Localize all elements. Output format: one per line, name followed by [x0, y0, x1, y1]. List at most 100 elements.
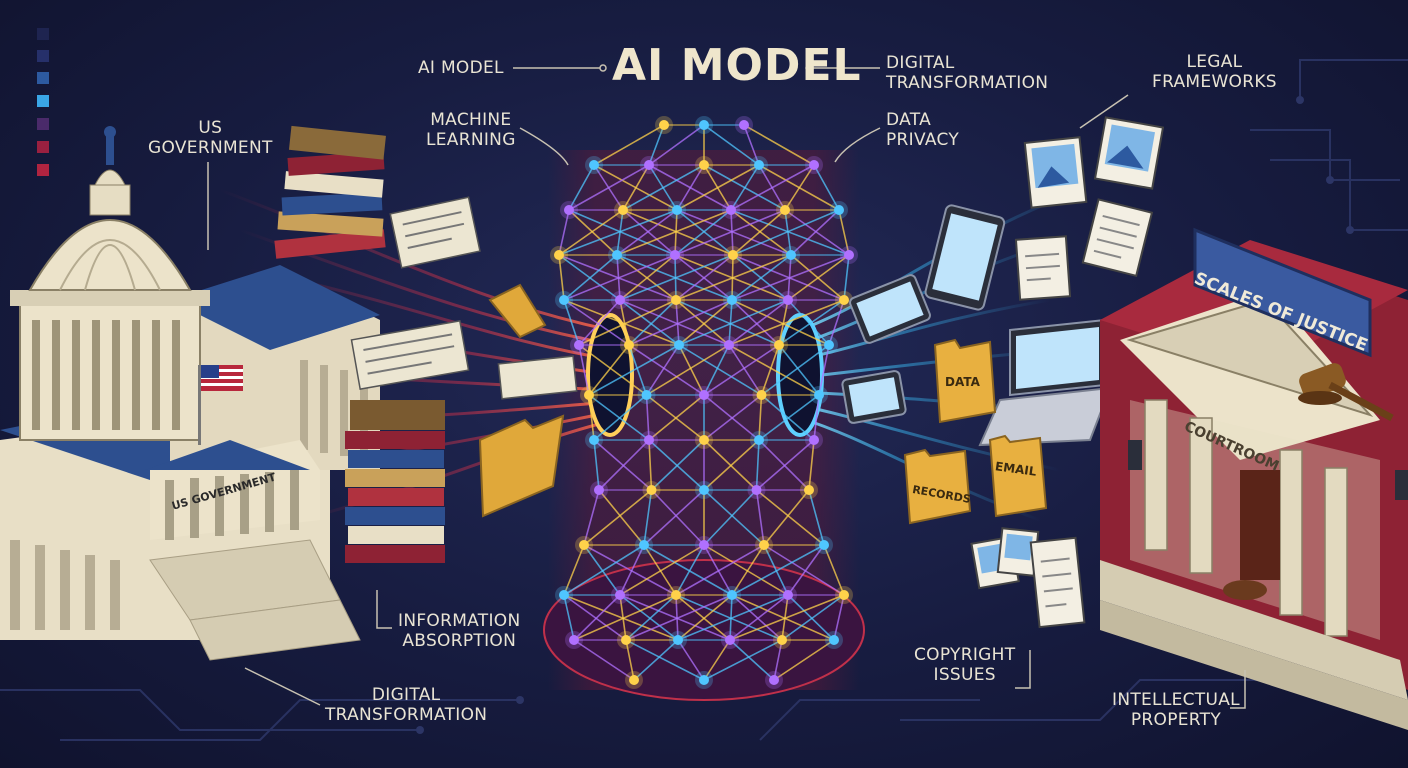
network-node	[759, 540, 769, 550]
network-edge	[568, 209, 618, 256]
label-text: DIGITAL	[886, 53, 955, 73]
network-edge	[558, 209, 678, 256]
network-node	[809, 435, 819, 445]
network-node	[724, 340, 734, 350]
label-data-privacy: DATA PRIVACY	[886, 110, 959, 150]
network-edge	[703, 439, 758, 491]
label-text: PRIVACY	[886, 130, 960, 150]
network-edge	[730, 164, 760, 211]
label-text: INFORMATION	[398, 611, 521, 631]
network-edge	[731, 254, 792, 301]
network-node	[621, 635, 631, 645]
network-node	[615, 590, 625, 600]
network-edge	[731, 594, 783, 641]
network-edge	[732, 209, 840, 256]
network-edge	[568, 164, 650, 211]
network-node	[774, 340, 784, 350]
label-text: ISSUES	[933, 665, 996, 685]
network-edge	[675, 594, 731, 641]
network-edge	[598, 489, 645, 546]
network-edge	[703, 639, 731, 681]
network-edge	[728, 344, 820, 396]
network-edge	[619, 594, 679, 641]
network-node	[569, 635, 579, 645]
label-digital-transformation-top: DIGITAL TRANSFORMATION	[886, 53, 1048, 93]
network-node	[751, 485, 762, 495]
label-digital-transformation-bottom: DIGITAL TRANSFORMATION	[325, 685, 487, 725]
network-edge	[732, 209, 786, 256]
label-text: US	[198, 118, 223, 138]
network-node	[824, 340, 834, 350]
network-edge	[675, 254, 792, 301]
page-title: AI MODEL	[612, 40, 862, 91]
network-edge	[568, 164, 595, 211]
network-edge	[628, 299, 733, 346]
network-edge	[818, 344, 830, 396]
network-node	[673, 635, 683, 645]
label-text: FRAMEWORKS	[1152, 72, 1277, 92]
network-edge	[563, 299, 630, 346]
network-edge	[619, 299, 680, 346]
network-node	[559, 295, 569, 305]
network-edge	[787, 254, 850, 301]
network-edge	[755, 489, 825, 546]
network-edge	[628, 299, 677, 346]
network-node	[699, 675, 709, 685]
neural-network	[550, 116, 858, 689]
network-edge	[578, 299, 621, 346]
network-node	[594, 485, 604, 495]
network-edge	[731, 299, 830, 346]
network-edge	[787, 594, 835, 641]
network-edge	[619, 594, 731, 641]
network-edge	[558, 254, 565, 301]
network-edge	[674, 209, 732, 256]
network-node	[780, 205, 790, 215]
network-node	[839, 295, 849, 305]
network-node	[670, 250, 680, 260]
network-edge	[703, 124, 760, 166]
network-node	[671, 295, 681, 305]
network-edge	[675, 254, 734, 301]
network-node	[727, 590, 737, 600]
network-edge	[558, 209, 624, 256]
network-edge	[675, 299, 730, 346]
label-text: DIGITAL	[371, 685, 441, 705]
network-edge	[755, 489, 765, 546]
network-edge	[568, 209, 676, 256]
network-node	[674, 340, 684, 350]
network-edge	[755, 439, 815, 491]
photo-icon	[970, 116, 1165, 590]
network-edge	[703, 344, 780, 396]
network-node	[728, 250, 738, 260]
label-text: TRANSFORMATION	[886, 73, 1049, 93]
network-edge	[784, 209, 850, 256]
network-node	[564, 205, 574, 215]
network-edge	[563, 254, 618, 301]
network-node	[589, 160, 599, 170]
network-node	[834, 205, 844, 215]
network-edge	[758, 439, 810, 491]
network-edge	[678, 299, 789, 346]
network-edge	[650, 489, 705, 546]
network-edge	[838, 209, 850, 256]
network-edge	[778, 299, 845, 346]
network-node	[777, 635, 787, 645]
network-edge	[583, 544, 677, 596]
network-node	[554, 250, 564, 260]
network-node	[644, 435, 654, 445]
network-edge	[703, 639, 783, 681]
network-node	[629, 675, 639, 685]
network-node	[839, 590, 849, 600]
network-edge	[729, 639, 775, 681]
network-edge	[729, 594, 845, 641]
network-edge	[645, 344, 680, 396]
network-node	[819, 540, 829, 550]
network-edge	[578, 299, 677, 346]
network-node	[725, 635, 735, 645]
network-node	[641, 390, 652, 400]
network-edge	[828, 299, 845, 346]
network-edge	[760, 344, 780, 396]
network-edge	[731, 299, 780, 346]
network-node	[844, 250, 854, 260]
